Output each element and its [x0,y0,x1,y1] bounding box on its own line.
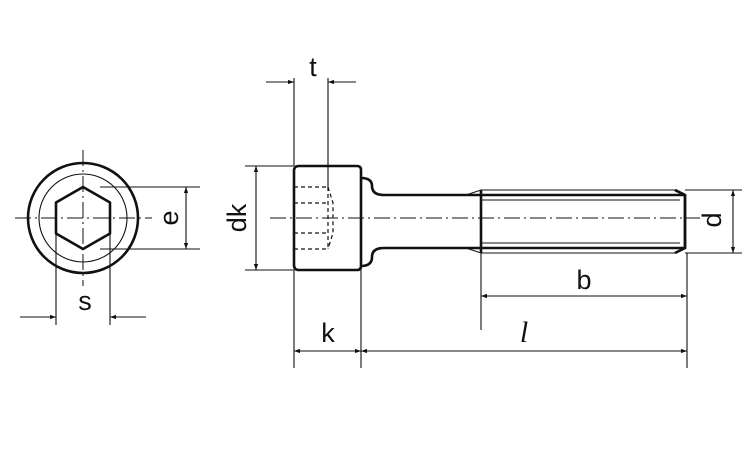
dimension-t: t [266,52,356,187]
dimension-s-label: s [78,286,92,316]
end-view: e s [15,150,200,325]
dimension-l-label: l [520,316,528,349]
dimension-s: s [20,232,146,325]
dimension-e-label: e [154,210,184,225]
dimension-dk: dk [222,165,294,271]
dimension-b: b [480,253,688,368]
dimension-t-label: t [309,52,317,82]
dimension-e: e [100,186,200,250]
dimension-d-label: d [697,212,727,227]
side-view: t dk d b k [222,52,742,368]
screw-head [292,164,363,272]
screw-tip [674,188,687,255]
dimension-b-label: b [576,265,591,295]
dimension-d: d [685,189,742,254]
thread-runout-top [465,189,675,196]
dimension-k: k [293,266,362,368]
dimension-k-label: k [321,318,335,348]
dimension-dk-label: dk [222,203,252,232]
dimension-l: l [361,316,687,354]
